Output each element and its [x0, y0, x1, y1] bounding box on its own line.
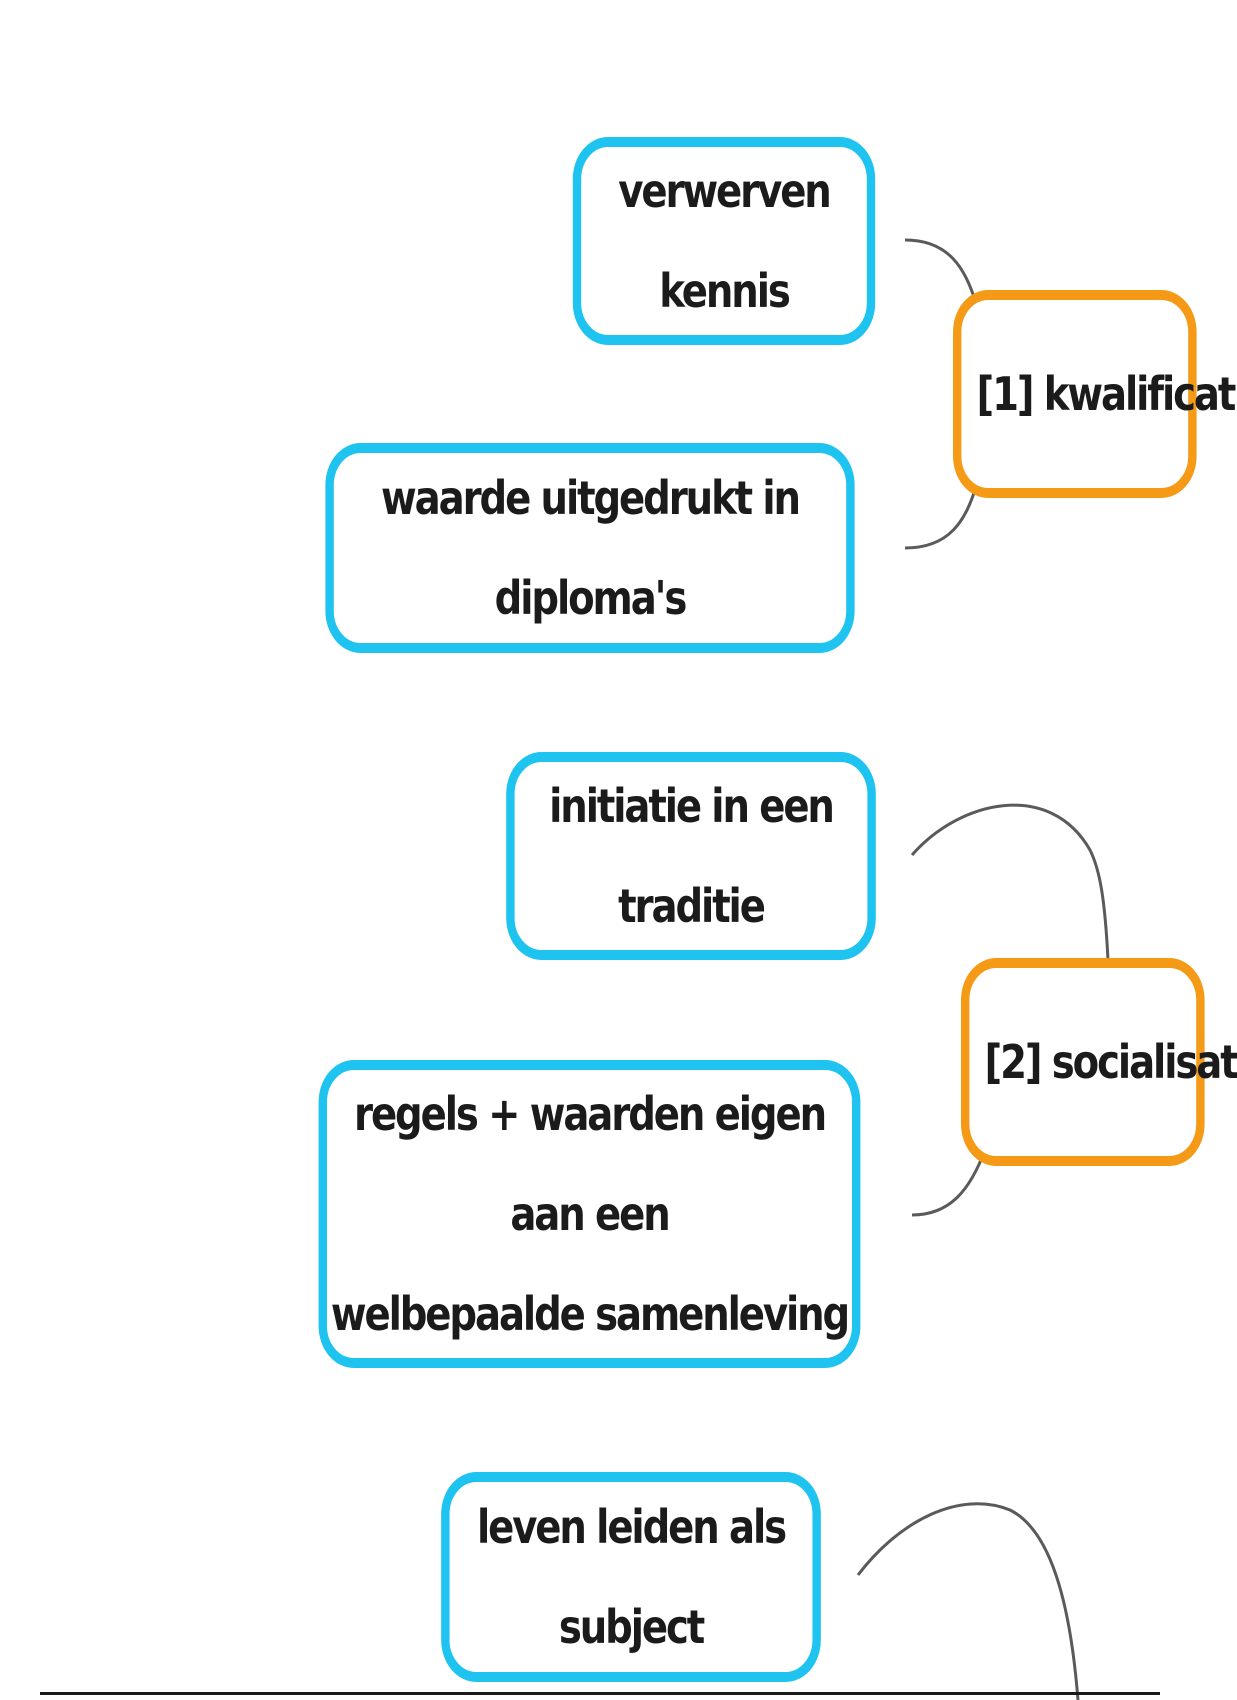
page-divider — [40, 1692, 1160, 1695]
leaf-node-leven-subject[interactable]: leven leiden als subject — [441, 1472, 821, 1682]
connector-hub2-n3 — [910, 803, 1110, 961]
mind-map-canvas: [1] kwalificat [2] socialisat verwerven … — [40, 137, 1237, 1700]
leaf-label-line-2: welbepaalde samenleving — [330, 1287, 850, 1341]
connector-hub1-n2 — [904, 489, 977, 550]
leaf-label: initiatie in een traditie — [549, 779, 835, 933]
leaf-node-waarde-diplomas[interactable]: waarde uitgedrukt in diploma's — [325, 443, 855, 653]
hub-node-socialisatie[interactable]: [2] socialisat — [961, 958, 1237, 1166]
leaf-node-initiatie-traditie[interactable]: initiatie in een traditie — [506, 752, 876, 960]
hub-node-kwalificatie[interactable]: [1] kwalificat — [953, 290, 1236, 498]
leaf-label: waarde uitgedrukt in diploma's — [381, 471, 801, 625]
leaf-label: verwerven kennis — [618, 164, 832, 318]
connector-hub2-n4 — [911, 1149, 987, 1217]
leaf-label-line-1: regels + waarden eigen aan een — [353, 1087, 827, 1241]
hub-label: [2] socialisat — [984, 1035, 1237, 1089]
leaf-label: leven leiden als subject — [476, 1500, 787, 1654]
connector-hub1-n1 — [904, 238, 977, 301]
connector-hub3-n5 — [856, 1502, 1080, 1700]
leaf-node-verwerven-kennis[interactable]: verwerven kennis — [572, 137, 876, 345]
connector-layer — [856, 238, 1110, 1700]
hub-label: [1] kwalificat — [976, 367, 1237, 421]
leaf-node-regels-waarden[interactable]: regels + waarden eigen aan een welbepaal… — [318, 1060, 861, 1368]
